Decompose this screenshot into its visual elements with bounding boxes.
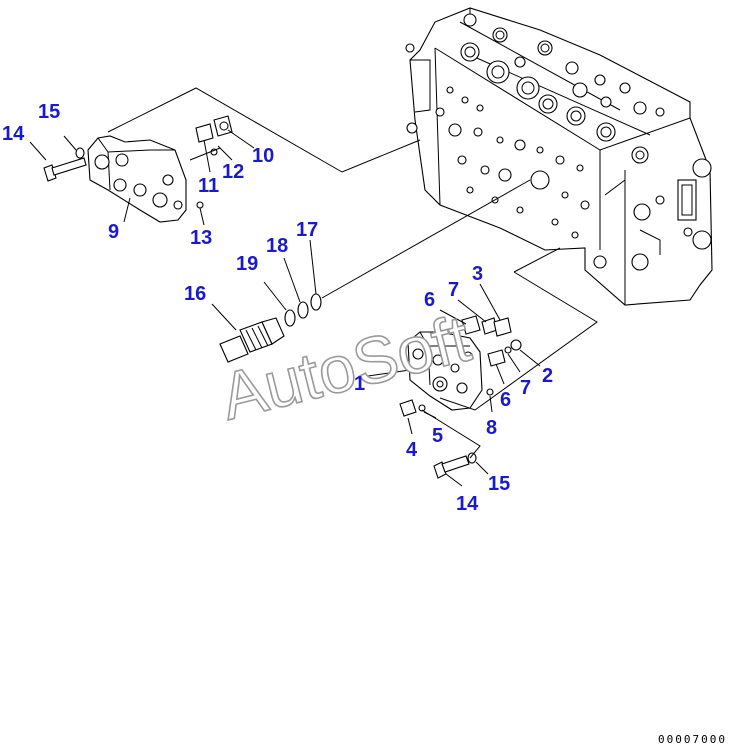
callout-7b: 7 — [520, 377, 531, 399]
washer-15-bottom — [467, 452, 477, 464]
callout-4: 4 — [406, 439, 418, 461]
callout-2: 2 — [542, 365, 553, 387]
bolt-14-top — [43, 157, 87, 182]
plug-2 — [510, 339, 522, 351]
main-valve-block — [405, 7, 713, 306]
sub-valve-body-1 — [407, 331, 483, 411]
callout-17: 17 — [296, 219, 318, 241]
callout-12: 12 — [222, 161, 244, 183]
callout-14b: 14 — [456, 493, 479, 515]
o-ring-5 — [418, 404, 426, 412]
callout-3: 3 — [472, 263, 483, 285]
plug-11-top — [195, 123, 214, 143]
callout-9: 9 — [108, 221, 119, 243]
callout-15a: 15 — [38, 101, 60, 123]
callout-6a: 6 — [424, 289, 435, 311]
plug-8 — [486, 388, 494, 396]
callout-18: 18 — [266, 235, 288, 257]
cartridge-16 — [219, 317, 285, 363]
end-plate — [633, 158, 712, 255]
plug-4 — [399, 399, 417, 417]
callout-10: 10 — [252, 145, 274, 167]
callouts: 1 2 3 4 5 6 6 7 7 8 9 10 11 12 13 14 14 … — [2, 101, 553, 515]
plug-3 — [493, 317, 512, 337]
front-face-ports — [446, 86, 649, 271]
callout-11: 11 — [198, 175, 219, 197]
callout-16: 16 — [184, 283, 206, 305]
o-ring-17 — [310, 293, 322, 311]
o-ring-19 — [284, 309, 296, 327]
callout-14a: 14 — [2, 123, 25, 145]
washer-15-top — [75, 147, 85, 159]
plug-6-lower — [487, 349, 506, 367]
callout-6b: 6 — [500, 389, 511, 411]
callout-13: 13 — [190, 227, 212, 249]
o-ring-7-lower — [504, 346, 512, 354]
o-ring-18 — [297, 301, 309, 319]
callout-5: 5 — [432, 425, 443, 447]
callout-15b: 15 — [488, 473, 510, 495]
top-ports — [460, 13, 665, 164]
leader-lines — [29, 129, 541, 487]
relief-valve-body-9 — [87, 135, 187, 223]
drawing-code: 00007000 — [658, 733, 727, 746]
callout-8: 8 — [486, 417, 497, 439]
bolt-14-bottom — [433, 455, 470, 479]
callout-1: 1 — [354, 373, 365, 395]
watermark: AutoSoft — [213, 301, 477, 434]
callout-7a: 7 — [448, 279, 459, 301]
callout-19: 19 — [236, 253, 258, 275]
plug-6-upper — [461, 315, 481, 335]
plug-13-top — [196, 201, 204, 209]
plug-10-top — [213, 115, 233, 137]
